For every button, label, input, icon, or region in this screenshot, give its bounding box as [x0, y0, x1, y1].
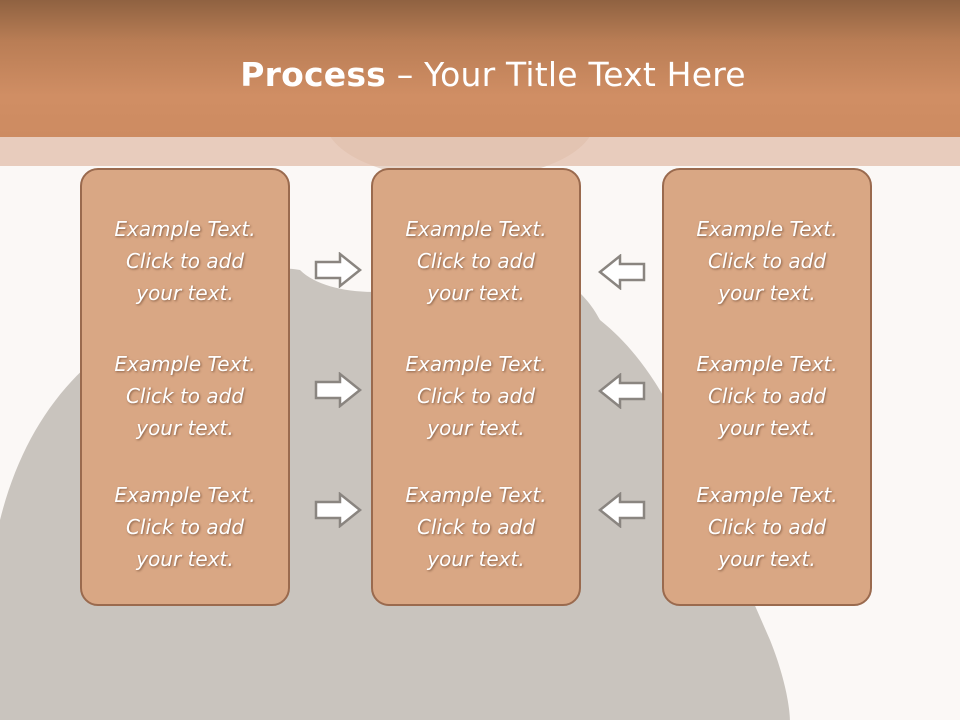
arrow-right-icon: [314, 252, 362, 288]
process-column-2: Example Text. Click to add your text. Ex…: [371, 168, 581, 606]
text-placeholder[interactable]: Example Text. Click to add your text.: [114, 217, 256, 305]
text-placeholder[interactable]: Example Text. Click to add your text.: [405, 352, 547, 440]
title-strip: [0, 137, 960, 166]
text-placeholder[interactable]: Example Text. Click to add your text.: [114, 483, 256, 571]
title-bar: [0, 0, 960, 137]
text-placeholder[interactable]: Example Text. Click to add your text.: [696, 352, 838, 440]
text-placeholder[interactable]: Example Text. Click to add your text.: [405, 217, 547, 305]
process-column-3: Example Text. Click to add your text. Ex…: [662, 168, 872, 606]
arrow-left-icon: [598, 373, 646, 409]
text-placeholder[interactable]: Example Text. Click to add your text.: [696, 483, 838, 571]
title-bold: Process: [240, 55, 387, 94]
slide-title[interactable]: Process – Your Title Text Here: [0, 50, 960, 100]
title-rest: – Your Title Text Here: [386, 55, 746, 94]
arrow-left-icon: [598, 492, 646, 528]
text-placeholder[interactable]: Example Text. Click to add your text.: [405, 483, 547, 571]
text-placeholder[interactable]: Example Text. Click to add your text.: [114, 352, 256, 440]
text-placeholder[interactable]: Example Text. Click to add your text.: [696, 217, 838, 305]
arrow-right-icon: [314, 492, 362, 528]
arrow-right-icon: [314, 372, 362, 408]
arrow-left-icon: [598, 254, 646, 290]
process-column-1: Example Text. Click to add your text. Ex…: [80, 168, 290, 606]
